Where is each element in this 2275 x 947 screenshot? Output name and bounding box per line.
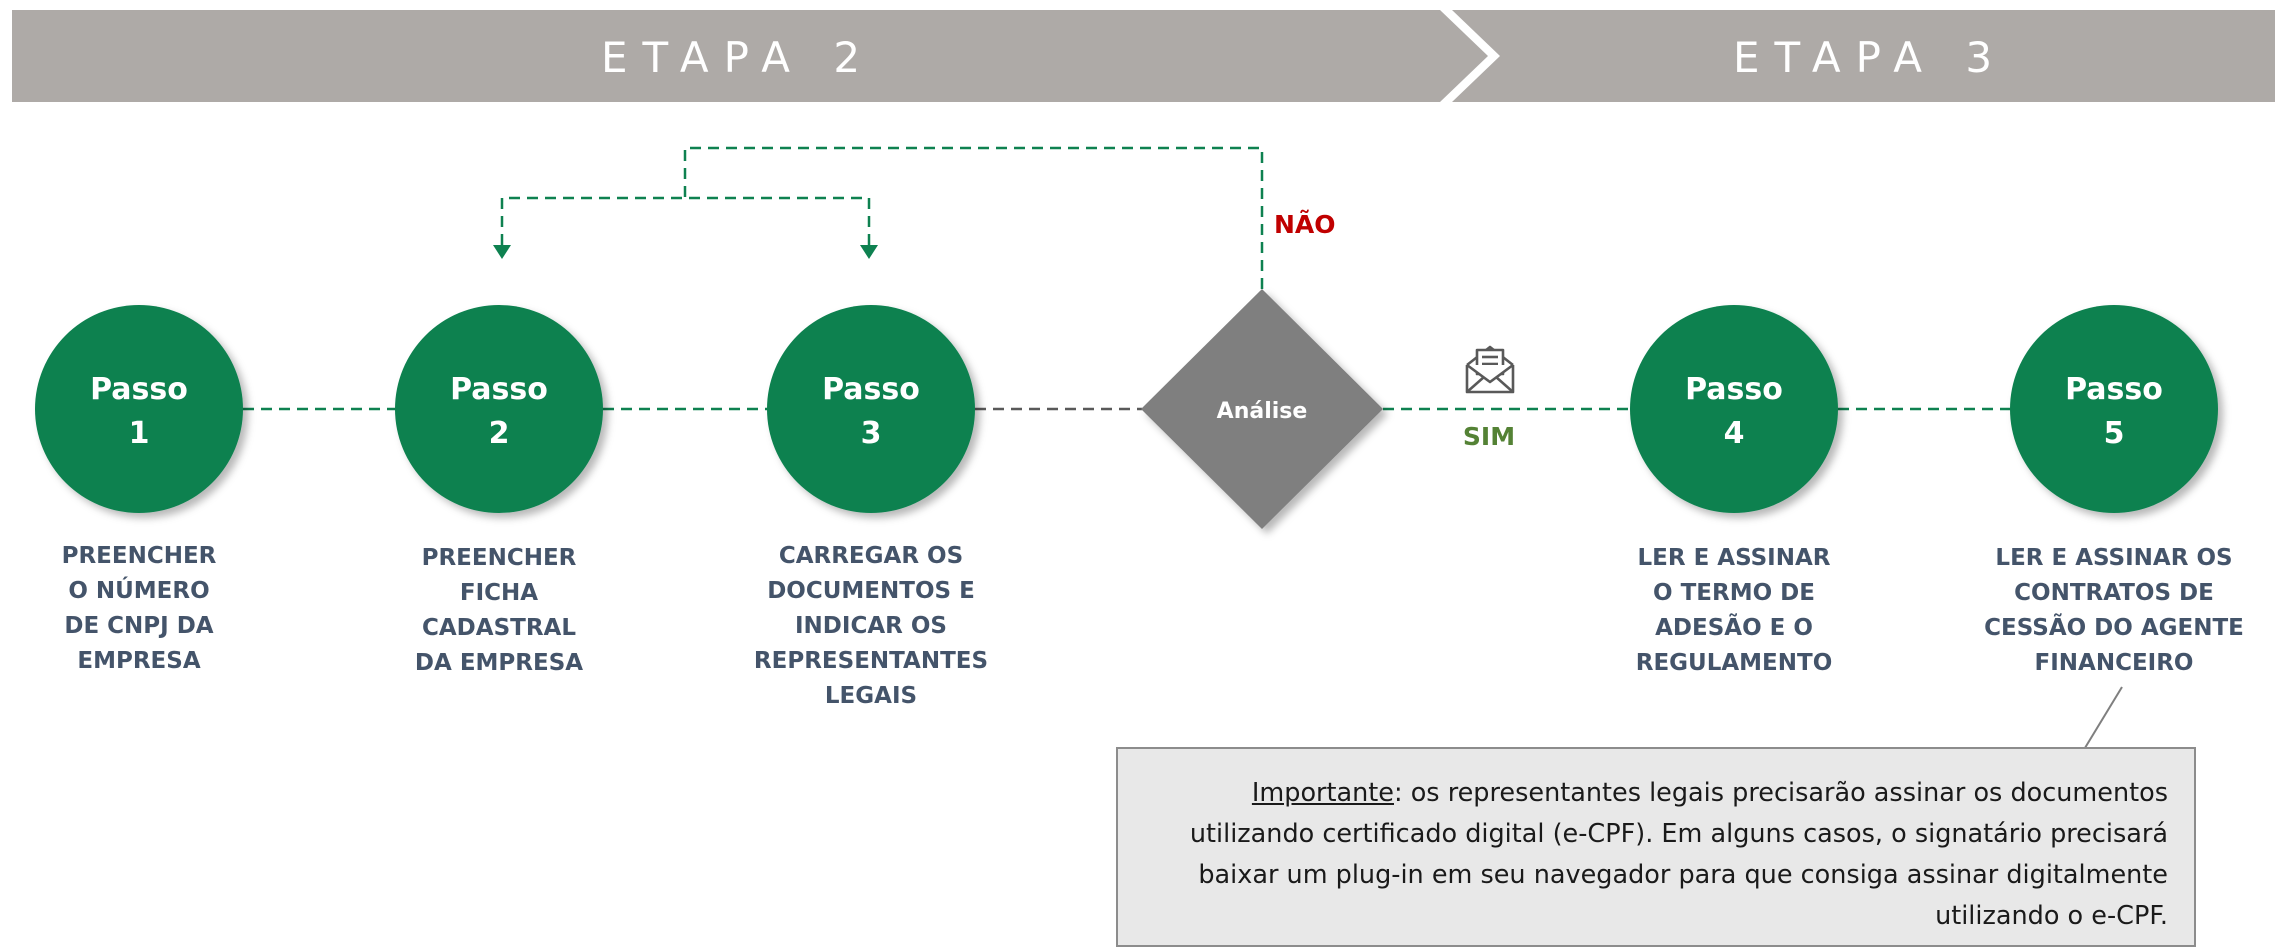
- step-1-description: PREENCHER O NÚMERO DE CNPJ DA EMPRESA: [61, 543, 217, 674]
- envelope-icon: [1465, 345, 1515, 394]
- step-3-title: Passo: [822, 372, 920, 407]
- step-2: Passo 2: [395, 305, 603, 513]
- step-1: Passo 1: [35, 305, 243, 513]
- stage-2-banner: [12, 10, 1488, 102]
- rework-loop: [500, 146, 1264, 289]
- step-1-number: 1: [129, 416, 150, 451]
- step-5-title: Passo: [2065, 372, 2163, 407]
- step-2-number: 2: [489, 416, 510, 451]
- step-3-number: 3: [861, 416, 882, 451]
- step-3: Passo 3: [767, 305, 975, 513]
- stage-3-banner: [1452, 10, 2275, 102]
- step-5: Passo 5: [2010, 305, 2218, 513]
- decision-diamond: [1141, 289, 1383, 529]
- step-5-circle: [2010, 305, 2218, 513]
- step-1-title: Passo: [90, 372, 188, 407]
- step-4: Passo 4: [1630, 305, 1838, 513]
- step-4-number: 4: [1724, 416, 1745, 451]
- important-note: Importante: os representantes legais pre…: [1116, 747, 2196, 947]
- step-4-title: Passo: [1685, 372, 1783, 407]
- step-2-description: PREENCHER FICHA CADASTRAL DA EMPRESA: [414, 545, 584, 676]
- step-5-number: 5: [2104, 416, 2125, 451]
- step-2-title: Passo: [450, 372, 548, 407]
- step-3-description: CARREGAR OS DOCUMENTOS E INDICAR OS REPR…: [753, 543, 989, 709]
- step-3-circle: [767, 305, 975, 513]
- decision-label: Análise: [1217, 399, 1308, 424]
- note-label: Importante: [1251, 778, 1394, 808]
- arrow-to-step-3: [860, 245, 878, 259]
- step-5-description: LER E ASSINAR OS CONTRATOS DE CESSÃO DO …: [1984, 545, 2244, 676]
- no-label: NÃO: [1274, 210, 1336, 239]
- step-1-circle: [35, 305, 243, 513]
- arrow-to-step-2: [493, 245, 511, 259]
- step-4-description: LER E ASSINAR O TERMO DE ADESÃO E O REGU…: [1635, 545, 1833, 676]
- note-text: : os representantes legais precisarão as…: [1189, 778, 2168, 931]
- analysis-decision: Análise: [1141, 289, 1383, 529]
- step-2-circle: [395, 305, 603, 513]
- stage-2-label: ETAPA 2: [601, 33, 875, 82]
- stage-3-label: ETAPA 3: [1733, 33, 2007, 82]
- yes-label: SIM: [1463, 422, 1515, 451]
- step-4-circle: [1630, 305, 1838, 513]
